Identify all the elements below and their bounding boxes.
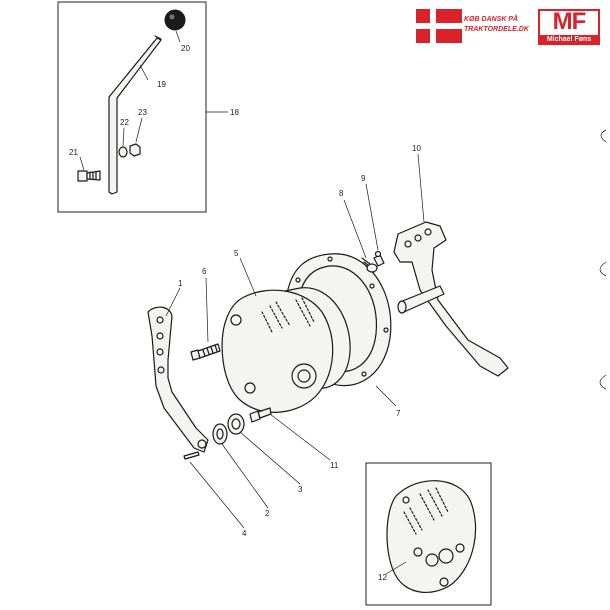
screw-part-11 bbox=[249, 407, 272, 423]
knob-part-20 bbox=[164, 9, 186, 31]
mf-logo-name: Michael Føns bbox=[540, 35, 598, 45]
callout-3: 3 bbox=[298, 485, 303, 494]
callout-5: 5 bbox=[234, 249, 239, 258]
callout-20: 20 bbox=[181, 44, 190, 53]
mf-logo[interactable]: MF Michael Føns bbox=[538, 9, 600, 45]
binder-hole-mark bbox=[599, 374, 607, 390]
callout-7: 7 bbox=[396, 409, 401, 418]
binder-hole-mark bbox=[599, 261, 607, 277]
lever-rod-part-19 bbox=[108, 37, 162, 195]
washer-part-2 bbox=[212, 423, 228, 445]
pin-part-4 bbox=[183, 451, 200, 460]
callout-18: 18 bbox=[230, 108, 239, 117]
operating-lever-part-10 bbox=[393, 221, 509, 377]
cover-plate-part-5 bbox=[221, 289, 334, 413]
binder-hole-mark bbox=[600, 129, 607, 143]
callout-11: 11 bbox=[330, 461, 339, 470]
tagline-line-1: KØB DANSK PÅ bbox=[464, 16, 519, 23]
inset-plate-assembly: 12 bbox=[365, 462, 492, 606]
tagline-line-2: TRAKTORDELE.DK bbox=[464, 26, 529, 33]
callout-21: 21 bbox=[69, 148, 78, 157]
brand-header[interactable]: KØB DANSK PÅ TRAKTORDELE.DK MF Michael F… bbox=[416, 9, 606, 47]
bush-part-3 bbox=[227, 413, 245, 435]
bolt-part-6 bbox=[190, 343, 221, 361]
danish-flag-icon bbox=[416, 9, 462, 43]
callout-9: 9 bbox=[361, 174, 366, 183]
callout-2: 2 bbox=[265, 509, 270, 518]
mf-logo-letters: MF bbox=[552, 8, 587, 35]
callout-23: 23 bbox=[138, 108, 147, 117]
inset-lever-assembly: 20 19 22 23 21 18 bbox=[57, 1, 239, 213]
callout-19: 19 bbox=[157, 80, 166, 89]
callout-4: 4 bbox=[242, 529, 247, 538]
bolt-part-21 bbox=[77, 170, 101, 182]
callout-12: 12 bbox=[378, 573, 387, 582]
callout-6: 6 bbox=[202, 267, 207, 276]
washer-part-22 bbox=[118, 146, 128, 158]
callout-10: 10 bbox=[412, 144, 421, 153]
brand-tagline[interactable]: KØB DANSK PÅ TRAKTORDELE.DK bbox=[464, 15, 536, 35]
nut-part-23 bbox=[129, 143, 141, 157]
spring-part-8 bbox=[361, 257, 378, 273]
callout-1: 1 bbox=[178, 279, 183, 288]
callout-8: 8 bbox=[339, 189, 344, 198]
callout-22: 22 bbox=[120, 118, 129, 127]
nipple-part-9 bbox=[373, 250, 385, 267]
lever-arm-part-1 bbox=[147, 306, 209, 453]
